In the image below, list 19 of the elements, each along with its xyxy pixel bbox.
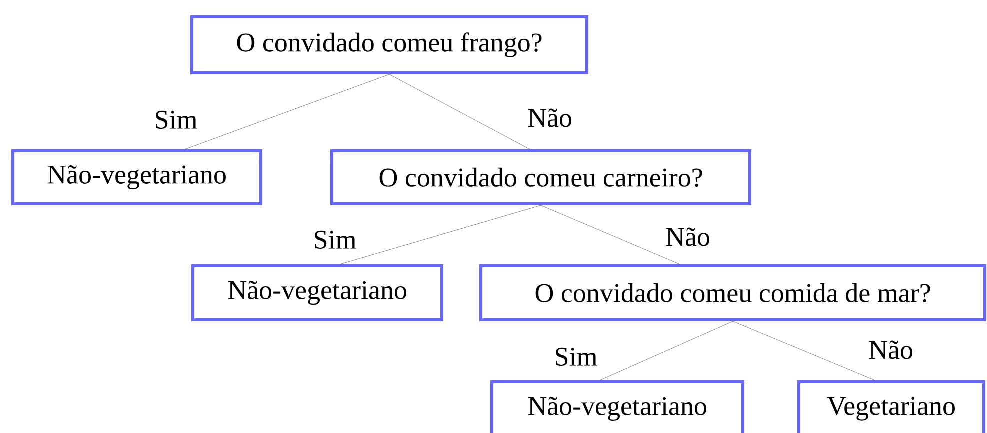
connector-line bbox=[732, 321, 876, 381]
decision-box: Não-vegetariano bbox=[490, 380, 744, 433]
edge-label: Sim bbox=[312, 230, 358, 250]
edge-label: Não bbox=[664, 226, 712, 248]
decision-box: O convidado comeu carneiro? bbox=[330, 150, 752, 206]
edge-label: Não bbox=[868, 340, 914, 360]
connector-line bbox=[184, 74, 390, 150]
decision-box: Vegetariano bbox=[798, 380, 986, 433]
connector-line bbox=[600, 321, 734, 381]
decision-box: Não-vegetariano bbox=[12, 150, 262, 206]
edge-label: Sim bbox=[153, 110, 199, 130]
decision-box: O convidado comeu comida de mar? bbox=[480, 264, 986, 322]
decision-box: O convidado comeu frango? bbox=[190, 16, 588, 74]
connector-line bbox=[540, 205, 680, 265]
edge-label: Sim bbox=[553, 346, 599, 368]
connector-line bbox=[389, 74, 530, 150]
edge-label: Não bbox=[526, 108, 574, 128]
connector-line bbox=[340, 205, 542, 265]
decision-box: Não-vegetariano bbox=[192, 264, 444, 322]
